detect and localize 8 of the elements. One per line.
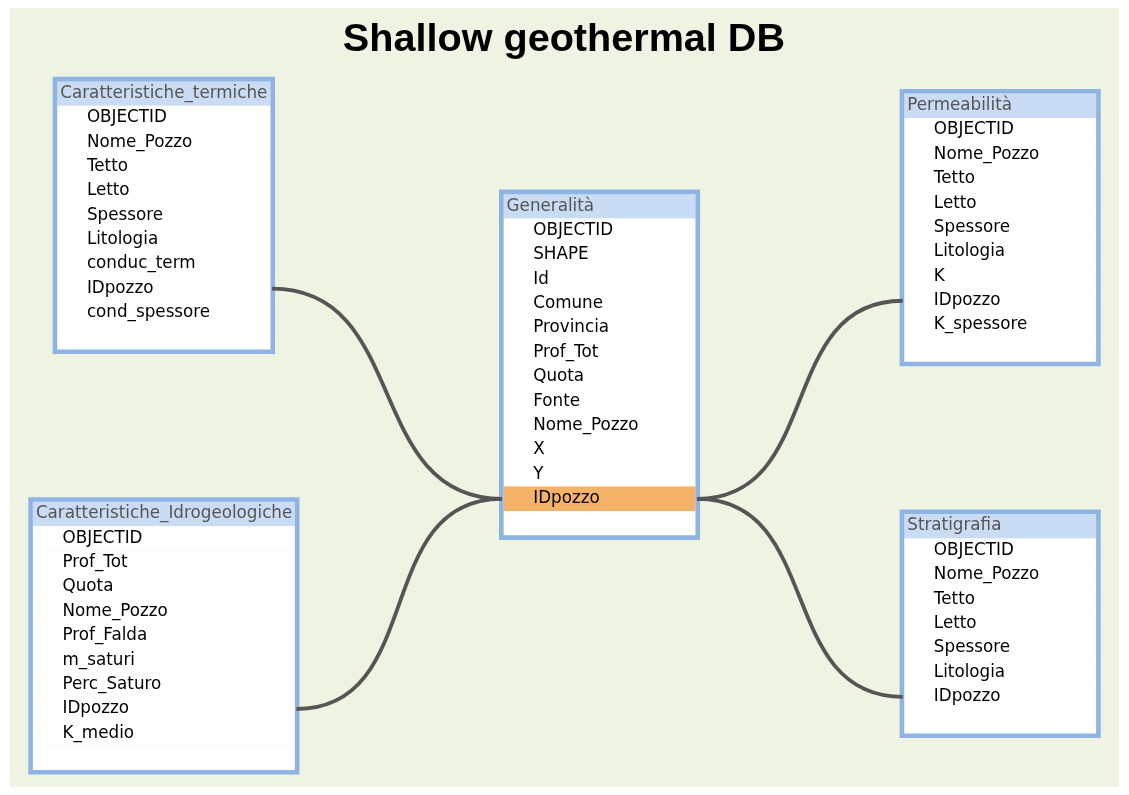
- node-box: Generalità OBJECTID SHAPE Id Comune Provincia Prof_Tot Quota Fonte Nome_Pozzo X Y IDpozzo: [499, 189, 701, 540]
- node-box: Caratteristiche_Idrogeologiche OBJECTID Prof_Tot Quota Nome_Pozzo Prof_Falda m_saturi Perc_Saturo IDpozzo K_medio: [28, 497, 300, 775]
- node-box: Permeabilità OBJECTID Nome_Pozzo Tetto Letto Spessore Litologia K IDpozzo K_spessore: [899, 89, 1101, 367]
- node-box: Caratteristiche_termiche OBJECTID Nome_Pozzo Tetto Letto Spessore Litologia conduc_term IDpozzo cond_spessore: [52, 76, 276, 355]
- connector: [696, 496, 903, 699]
- node-box: Stratigrafia OBJECTID Nome_Pozzo Tetto Letto Spessore Litologia IDpozzo: [899, 509, 1101, 738]
- diagram-title: Shallow geothermal DB: [342, 14, 786, 59]
- connector: [296, 496, 503, 711]
